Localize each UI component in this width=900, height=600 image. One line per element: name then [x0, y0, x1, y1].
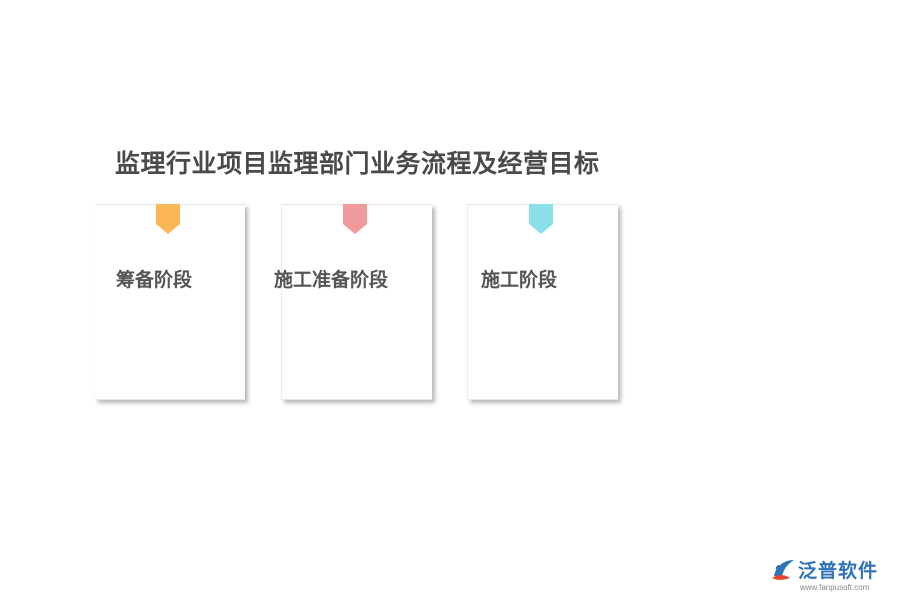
logo-brand-name: 泛普软件: [798, 560, 879, 582]
stage-label: 施工阶段: [481, 269, 558, 291]
fanpu-logo-icon: [770, 556, 796, 582]
logo-url: www.fanpusoft.com: [800, 583, 870, 592]
stage-label: 筹备阶段: [116, 269, 193, 291]
bookmark-tag-icon: [156, 204, 180, 234]
bookmark-tag-icon: [343, 204, 367, 234]
bookmark-tag-shape: [343, 204, 367, 234]
stage-label: 施工准备阶段: [274, 269, 389, 291]
brand-logo: 泛普软件 www.fanpusoft.com: [770, 556, 892, 594]
stage-card-construction-prep: 施工准备阶段: [274, 204, 432, 400]
page-title: 监理行业项目监理部门业务流程及经营目标: [115, 149, 600, 178]
bookmark-tag-shape: [156, 204, 180, 234]
bookmark-tag-icon: [529, 204, 553, 234]
stage-card-preparation: 筹备阶段: [95, 204, 245, 400]
bookmark-tag-shape: [529, 204, 553, 234]
stage-card-construction: 施工阶段: [467, 204, 618, 400]
